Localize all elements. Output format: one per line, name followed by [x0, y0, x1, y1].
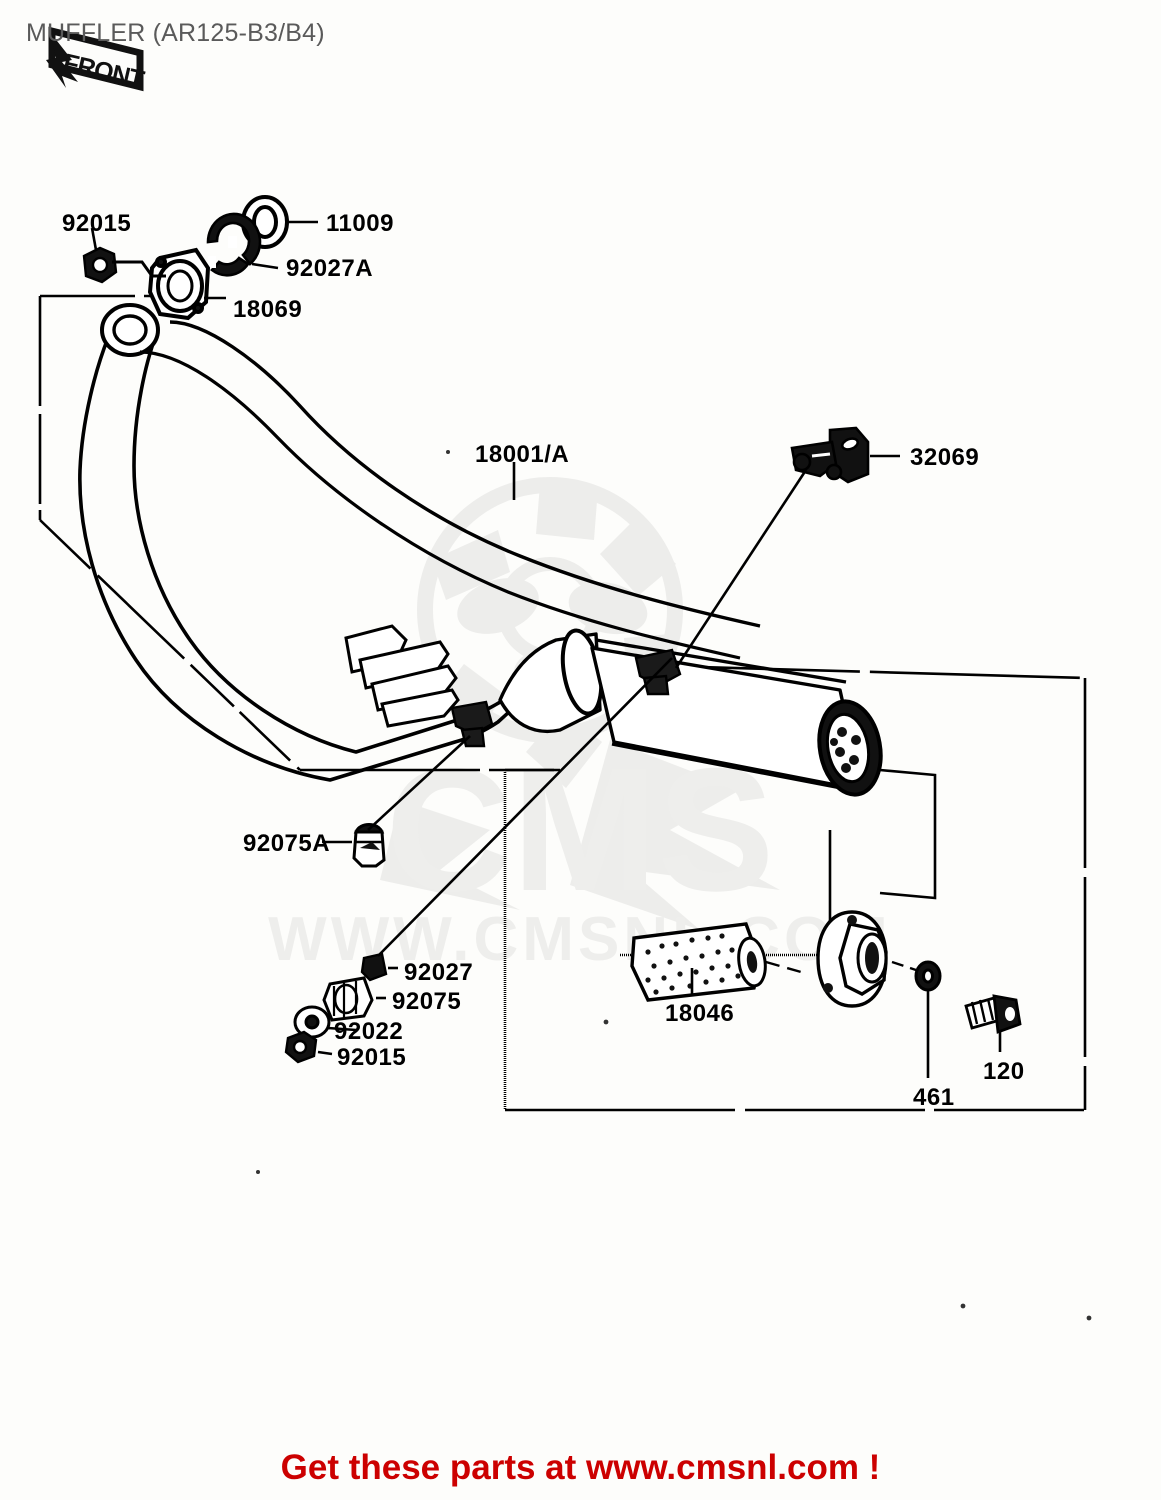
part-92022-washer: [293, 1005, 331, 1039]
callout-label-461: 461: [913, 1084, 955, 1111]
callout-label-92027: 92027: [404, 959, 474, 986]
part-endcap-holder: [816, 910, 888, 1008]
callout-label-92015-top: 92015: [62, 210, 132, 237]
callout-label-18069: 18069: [233, 296, 303, 323]
part-92075-damper: [322, 976, 374, 1022]
part-92015-nut-bottom: [284, 1030, 318, 1064]
part-18069-flange: [147, 247, 211, 321]
watermark-url: WWW.CMSNL.COM: [268, 905, 892, 974]
front-badge-label: FRONT: [61, 49, 147, 95]
part-32069-bracket: [790, 426, 870, 484]
scan-speckles: [256, 450, 1092, 1321]
callout-label-18046: 18046: [665, 1000, 735, 1027]
callout-label-92075: 92075: [392, 988, 462, 1015]
callout-label-11009: 11009: [326, 210, 394, 237]
stud-bracket-arm: [112, 260, 166, 278]
callout-label-92022: 92022: [334, 1018, 404, 1045]
page-title: MUFFLER (AR125-B3/B4): [26, 19, 325, 47]
exhaust-header-pipe-18001A: [78, 303, 761, 782]
callout-label-18001A: 18001/A: [475, 441, 570, 468]
part-92027A-collar: [206, 212, 262, 277]
callout-label-120: 120: [983, 1058, 1025, 1085]
part-92015-nut-top: [82, 246, 118, 284]
assembly-dash-link: [765, 960, 809, 976]
muffler-clamp-rear: [634, 648, 682, 696]
callout-label-92027A: 92027A: [286, 255, 374, 282]
part-120-bolt: [964, 994, 1022, 1034]
part-18046-baffle-tube: [630, 922, 767, 1002]
callout-label-32069: 32069: [910, 444, 980, 471]
front-direction-badge: FRONT: [46, 26, 147, 95]
footer-cta-text: Get these parts at www.cmsnl.com !: [280, 1448, 881, 1487]
assembly-dash-link-2: [891, 960, 917, 972]
diagram-boundary-lines: [38, 294, 1087, 1112]
part-461-washer: [914, 960, 942, 992]
callout-label-92075A: 92075A: [243, 830, 331, 857]
part-92075A-damper: [352, 823, 386, 868]
part-92027-collar: [360, 952, 388, 982]
callout-leader-lines: [90, 220, 1002, 1078]
muffler-clamp-front: [450, 700, 494, 748]
watermark-brand: CMS: [386, 733, 775, 928]
header-pipe-heat-shield: [344, 624, 460, 728]
callout-label-92015-bottom: 92015: [337, 1044, 407, 1071]
